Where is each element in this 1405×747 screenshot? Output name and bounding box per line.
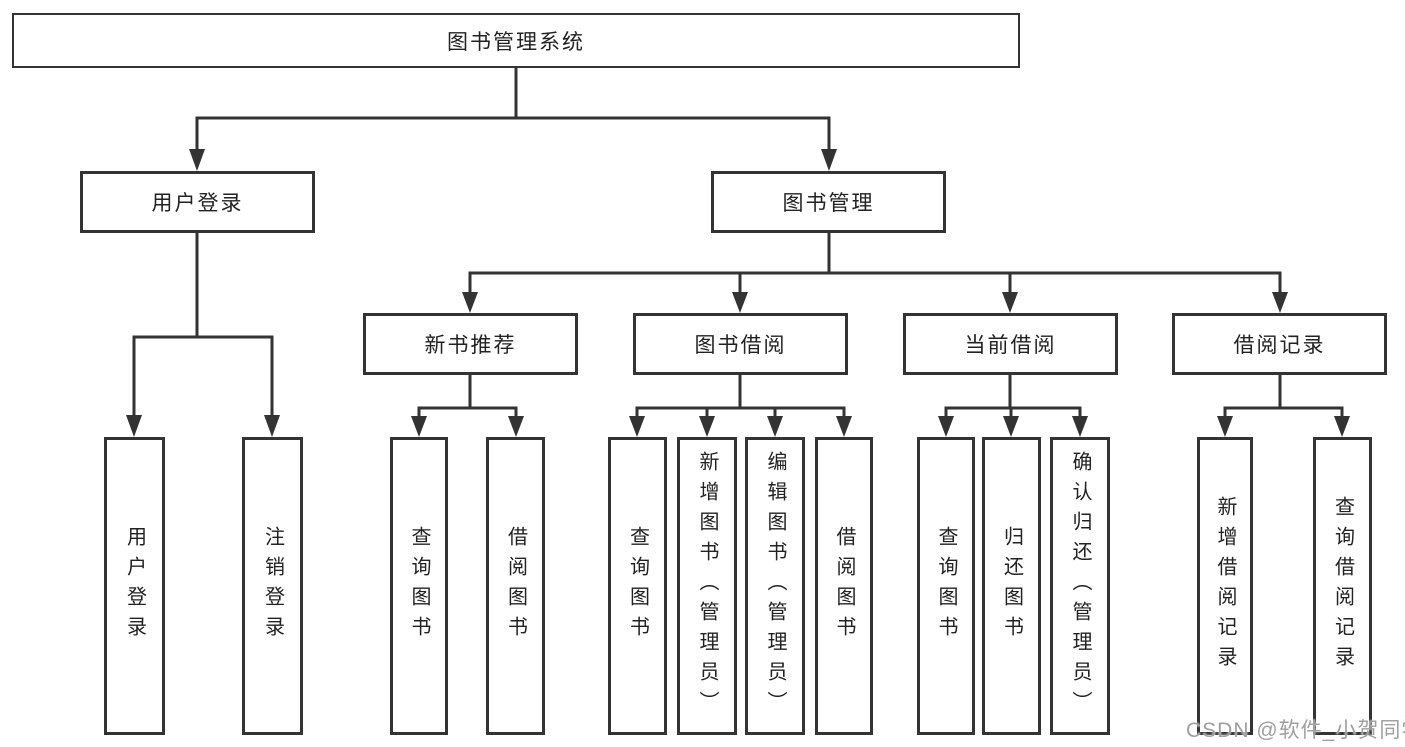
- node-user-login: 用户登录: [80, 171, 315, 233]
- node-user-login-label: 用户登录: [151, 192, 244, 215]
- node-book-management-label: 图书管理: [782, 192, 875, 215]
- node-leaf-borrow-books-recommend: 借阅图书: [486, 437, 545, 735]
- node-leaf-user-login: 用户登录: [104, 437, 165, 735]
- node-leaf-logout-label: 注销登录: [261, 526, 284, 646]
- node-book-management: 图书管理: [711, 171, 946, 233]
- node-book-borrowing: 图书借阅: [633, 313, 848, 375]
- node-leaf-query-books-current-label: 查询图书: [935, 526, 957, 646]
- node-borrowing-records-label: 借阅记录: [1233, 334, 1326, 357]
- node-current-borrowing: 当前借阅: [903, 313, 1118, 375]
- node-leaf-borrow-books-recommend-label: 借阅图书: [504, 526, 527, 646]
- node-leaf-edit-book-admin-label: 编辑图书（管理员）: [764, 451, 786, 721]
- node-leaf-query-books-current: 查询图书: [917, 437, 975, 735]
- node-leaf-return-books: 归还图书: [982, 437, 1041, 735]
- node-leaf-confirm-return-admin: 确认归还（管理员）: [1050, 437, 1110, 735]
- node-leaf-confirm-return-admin-label: 确认归还（管理员）: [1069, 451, 1091, 721]
- node-leaf-add-book-admin: 新增图书（管理员）: [677, 437, 737, 735]
- node-leaf-query-books-recommend: 查询图书: [390, 437, 448, 735]
- node-library-system: 图书管理系统: [12, 13, 1020, 68]
- node-new-book-recommend-label: 新书推荐: [424, 334, 517, 357]
- node-leaf-add-borrow-record: 新增借阅记录: [1197, 437, 1253, 735]
- node-leaf-query-borrow-record: 查询借阅记录: [1313, 437, 1372, 735]
- node-leaf-borrow-books-borrowing: 借阅图书: [815, 437, 873, 735]
- node-book-borrowing-label: 图书借阅: [694, 334, 787, 357]
- node-leaf-query-books-borrowing-label: 查询图书: [626, 526, 649, 646]
- node-new-book-recommend: 新书推荐: [363, 313, 578, 375]
- node-leaf-edit-book-admin: 编辑图书（管理员）: [745, 437, 805, 735]
- csdn-watermark: CSDN @软件_小贺同学: [1186, 719, 1405, 742]
- node-leaf-add-book-admin-label: 新增图书（管理员）: [696, 451, 718, 721]
- node-leaf-query-books-borrowing: 查询图书: [608, 437, 667, 735]
- node-leaf-logout: 注销登录: [242, 437, 303, 735]
- node-leaf-add-borrow-record-label: 新增借阅记录: [1214, 496, 1236, 676]
- node-library-system-label: 图书管理系统: [447, 30, 585, 54]
- node-borrowing-records: 借阅记录: [1172, 313, 1387, 375]
- node-current-borrowing-label: 当前借阅: [964, 334, 1057, 357]
- node-leaf-borrow-books-borrowing-label: 借阅图书: [833, 526, 855, 646]
- node-leaf-return-books-label: 归还图书: [1000, 526, 1023, 646]
- node-leaf-query-books-recommend-label: 查询图书: [408, 526, 430, 646]
- node-leaf-query-borrow-record-label: 查询借阅记录: [1331, 496, 1354, 676]
- node-leaf-user-login-label: 用户登录: [123, 526, 146, 646]
